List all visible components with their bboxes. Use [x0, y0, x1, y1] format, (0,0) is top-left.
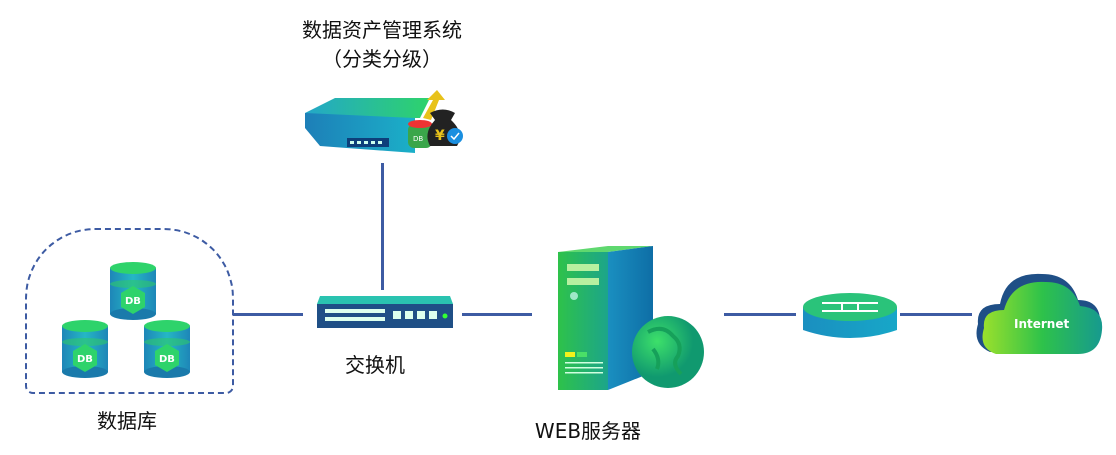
- link-switch-to-server: [462, 313, 532, 316]
- database-icon: DB: [110, 262, 156, 320]
- link-router-to-cloud: [900, 313, 972, 316]
- database-group-box: [25, 228, 234, 394]
- management-system-subtitle: （分类分级）: [322, 47, 442, 71]
- db-label: DB: [159, 354, 175, 365]
- link-server-to-router: [724, 313, 796, 316]
- link-management-to-switch: [381, 163, 384, 290]
- db-badge-text: DB: [413, 135, 423, 143]
- internet-cloud-icon[interactable]: Internet: [972, 264, 1107, 359]
- globe-icon: [632, 316, 704, 388]
- router-icon[interactable]: [802, 292, 898, 342]
- switch-label: 交换机: [345, 353, 405, 377]
- web-server-icon[interactable]: [553, 244, 713, 392]
- cloud-label: Internet: [1014, 317, 1069, 331]
- db-label: DB: [77, 354, 93, 365]
- switch-icon[interactable]: [315, 296, 455, 332]
- database-icons: DB DB DB: [62, 262, 190, 378]
- link-database-to-switch: [233, 313, 303, 316]
- database-label: 数据库: [97, 409, 157, 433]
- management-appliance-icon[interactable]: DB ¥: [305, 88, 475, 158]
- currency-symbol: ¥: [435, 128, 445, 144]
- database-icon: DB: [62, 320, 108, 378]
- web-server-label: WEB服务器: [534, 419, 642, 443]
- db-label: DB: [125, 296, 141, 307]
- database-icon: DB: [144, 320, 190, 378]
- management-system-title: 数据资产管理系统: [302, 18, 462, 42]
